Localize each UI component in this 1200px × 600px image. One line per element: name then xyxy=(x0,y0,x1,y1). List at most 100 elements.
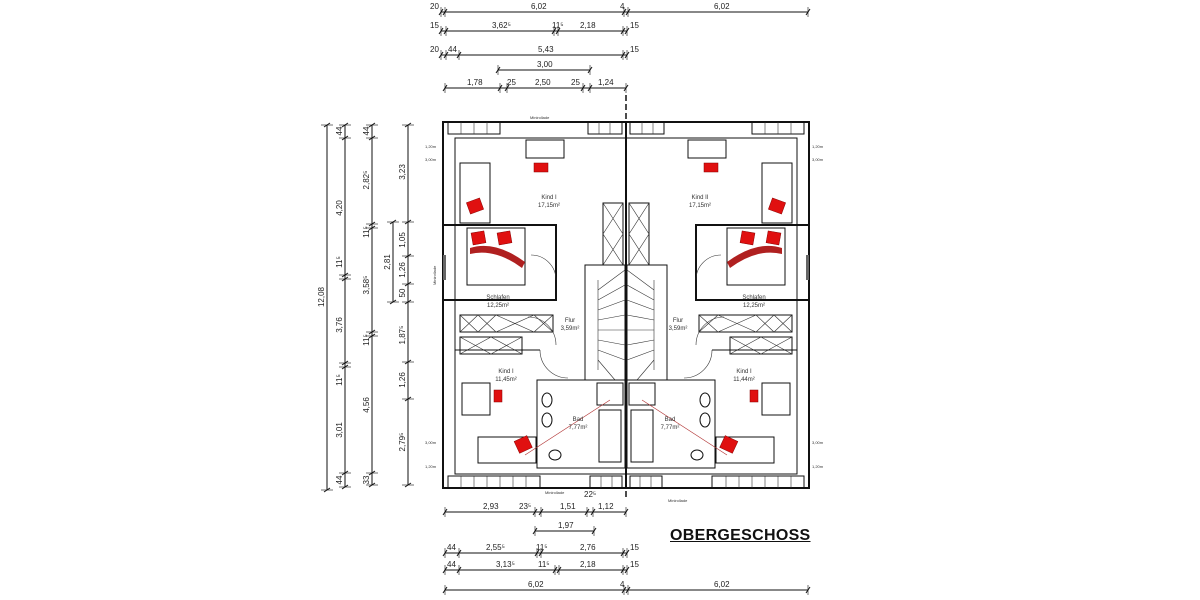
dimension-label: 2,82⁵ xyxy=(362,171,371,190)
dimension-label: 4 xyxy=(620,2,625,11)
dimension-label: 12,08 xyxy=(317,286,326,307)
room-area: 11,44m² xyxy=(733,377,755,383)
dimension-label: 11⁵ xyxy=(335,256,344,268)
dimension-label: 15 xyxy=(630,45,639,54)
dimension-label: 6,02 xyxy=(714,2,730,11)
dimension-label: 1,97 xyxy=(558,521,574,530)
dimension-label: 44 xyxy=(335,475,344,484)
dimension-label: 33 xyxy=(362,475,371,484)
dimension-label: 6,02 xyxy=(528,580,544,589)
dimension-label: 1,87⁵ xyxy=(398,326,407,345)
dimension-label: 3,13⁵ xyxy=(496,560,515,569)
shutter-label: Minirollade xyxy=(668,498,688,503)
room-area: 7,77m² xyxy=(661,425,680,431)
dimension-label: 1,05 xyxy=(398,232,407,248)
room-name: Kind I xyxy=(498,369,514,375)
bathroom-wall xyxy=(536,379,626,469)
dimension-label: 2,18 xyxy=(580,560,596,569)
height-label: 3,00m xyxy=(425,440,437,445)
dimension-label: 6,02 xyxy=(531,2,547,11)
room-area: 3,59m² xyxy=(561,326,580,332)
dimension-label: 1,26 xyxy=(398,372,407,388)
dimension-label: 23⁵ xyxy=(519,502,531,511)
room-name: Kind I xyxy=(541,195,557,201)
dimension-label: 2,81 xyxy=(383,254,392,270)
dimension-label: 44 xyxy=(362,126,371,135)
window-top xyxy=(447,121,623,135)
shutter-label: Minirollade xyxy=(545,490,565,495)
inner-wall xyxy=(454,137,627,475)
height-label: 1,20m xyxy=(812,144,824,149)
height-label: 3,00m xyxy=(812,157,824,162)
height-label: 3,00m xyxy=(425,157,437,162)
window-bottom xyxy=(447,475,623,489)
dimension-label: 44 xyxy=(335,126,344,135)
dimension-label: 44 xyxy=(447,543,456,552)
room-name: Bad xyxy=(665,417,676,423)
room-name: Schlafen xyxy=(486,295,509,301)
room-area: 11,45m² xyxy=(495,377,517,383)
dimension-label: 4 xyxy=(620,580,625,589)
dimension-label: 1,51 xyxy=(560,502,576,511)
height-label: 1,20m xyxy=(812,464,824,469)
room-name: Bad xyxy=(573,417,584,423)
room-area: 17,15m² xyxy=(689,203,711,209)
room-name: Kind II xyxy=(691,195,708,201)
dimension-label: 50 xyxy=(398,288,407,297)
room-name: Flur xyxy=(673,318,683,324)
shutter-label: Minirollade xyxy=(432,265,437,285)
dimension-label: 4,20 xyxy=(335,200,344,216)
dimension-label: 3,76 xyxy=(335,317,344,333)
dimension-label: 6,02 xyxy=(714,580,730,589)
room-area: 7,77m² xyxy=(569,425,588,431)
dimension-label: 3,23 xyxy=(398,164,407,180)
dimension-label: 2,50 xyxy=(535,78,551,87)
dimension-label: 5,43 xyxy=(538,45,554,54)
dimension-label: 15 xyxy=(630,543,639,552)
height-label: 3,00m xyxy=(812,440,824,445)
dimension-label: 3,58⁵ xyxy=(362,276,371,295)
dimension-label: 2,79⁵ xyxy=(398,433,407,452)
dimension-label: 44 xyxy=(447,560,456,569)
room-area: 12,25m² xyxy=(743,303,765,309)
dimension-label: 3,01 xyxy=(335,422,344,438)
dimension-label: 11⁵ xyxy=(335,374,344,386)
dimension-label: 20 xyxy=(430,45,439,54)
dimension-label: 11⁵ xyxy=(536,543,548,552)
height-label: 1,20m xyxy=(425,144,437,149)
dimension-label: 15 xyxy=(630,21,639,30)
dimension-label: 11⁵ xyxy=(552,21,564,30)
shutter-label: Minirollade xyxy=(530,115,550,120)
room-area: 12,25m² xyxy=(487,303,509,309)
dimension-label: 3,00 xyxy=(537,60,553,69)
dimension-label: 20 xyxy=(430,2,439,11)
dimension-label: 25 xyxy=(507,78,516,87)
dimension-label: 1,26 xyxy=(398,262,407,278)
room-area: 3,59m² xyxy=(669,326,688,332)
dimension-label: 1,78 xyxy=(467,78,483,87)
dimension-label: 15 xyxy=(630,560,639,569)
dimension-label: 11⁵ xyxy=(538,560,550,569)
staircase xyxy=(584,264,626,381)
height-label: 1,20m xyxy=(425,464,437,469)
house-half-right xyxy=(625,121,810,489)
room-name: Schlafen xyxy=(742,295,765,301)
house-half-left xyxy=(442,121,627,489)
dimension-label: 11⁵ xyxy=(362,226,371,238)
dimension-label: 2,93 xyxy=(483,502,499,511)
dimension-label: 2,55⁵ xyxy=(486,543,505,552)
dimension-label: 44 xyxy=(448,45,457,54)
dimension-label: 15 xyxy=(430,21,439,30)
dimension-label: 25 xyxy=(571,78,580,87)
room-area: 17,15m² xyxy=(538,203,560,209)
page-title: OBERGESCHOSS xyxy=(670,527,811,544)
dimension-label: 2,76 xyxy=(580,543,596,552)
room-name: Flur xyxy=(565,318,575,324)
dimension-label: 4,56 xyxy=(362,397,371,413)
room-labels: Kind I 17,15m² Schlafen 12,25m² Flur 3,5… xyxy=(486,195,765,431)
dimension-label: 11⁵ xyxy=(362,334,371,346)
dimension-label: 1,24 xyxy=(598,78,614,87)
dimension-label: 2,18 xyxy=(580,21,596,30)
